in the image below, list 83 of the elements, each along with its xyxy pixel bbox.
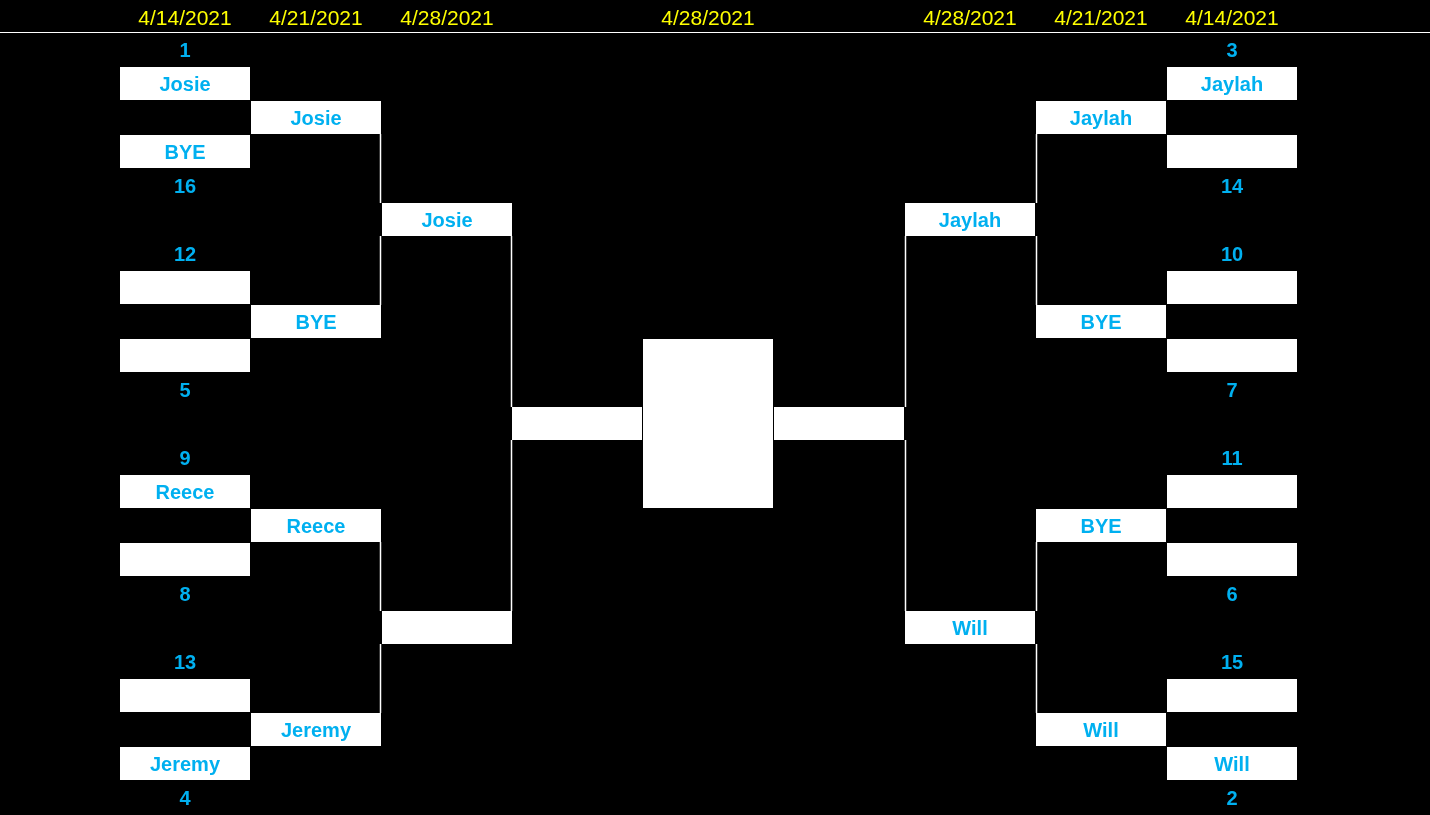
player-name: Jeremy	[149, 753, 221, 774]
player-name: Josie	[421, 209, 473, 230]
player-name: Will	[952, 617, 988, 638]
bracket-slot	[905, 203, 1035, 236]
player-name: BYE	[295, 311, 337, 332]
bracket-slot	[1167, 747, 1297, 780]
bracket-line	[904, 235, 907, 408]
round-date: 4/28/2021	[923, 6, 1017, 28]
seed-number: 9	[179, 448, 191, 468]
seed-number: 5	[179, 380, 191, 400]
seed-number: 16	[173, 176, 197, 196]
seed-number: 3	[1226, 40, 1238, 60]
bracket-line	[510, 235, 513, 408]
seed-number: 15	[1220, 652, 1244, 672]
bracket-slot	[1167, 67, 1297, 100]
seed-number: 2	[1226, 788, 1238, 808]
seed-number: 4	[179, 788, 191, 808]
bracket-line	[1035, 541, 1038, 612]
player-name: Reece	[155, 481, 215, 502]
bracket-slot	[251, 509, 381, 542]
bracket-slot	[120, 679, 250, 712]
bracket-line	[904, 439, 907, 612]
player-name: Josie	[159, 73, 211, 94]
bracket-slot	[382, 203, 512, 236]
seed-number: 1	[179, 40, 191, 60]
bracket-slot	[1036, 305, 1166, 338]
bracket-slot	[1167, 271, 1297, 304]
bracket-slot	[251, 305, 381, 338]
bracket-slot	[1036, 713, 1166, 746]
bracket-slot	[382, 611, 512, 644]
seed-number: 6	[1226, 584, 1238, 604]
bracket-slot	[1167, 543, 1297, 576]
bracket-slot	[120, 135, 250, 168]
bracket-line	[379, 235, 382, 306]
final-bar	[512, 407, 642, 440]
champion-box	[643, 339, 773, 508]
bracket-slot	[251, 101, 381, 134]
player-name: BYE	[1080, 311, 1122, 332]
seed-number: 8	[179, 584, 191, 604]
seed-number: 12	[173, 244, 197, 264]
seed-number: 7	[1226, 380, 1238, 400]
seed-number: 14	[1220, 176, 1244, 196]
bracket-line	[1035, 133, 1038, 204]
player-name: Jaylah	[938, 209, 1002, 230]
player-name: BYE	[1080, 515, 1122, 536]
round-date: 4/28/2021	[400, 6, 494, 28]
bracket-slot	[1036, 101, 1166, 134]
round-date: 4/21/2021	[269, 6, 363, 28]
bracket-slot	[1167, 679, 1297, 712]
bracket-slot	[120, 67, 250, 100]
bracket-slot	[120, 747, 250, 780]
seed-number: 10	[1220, 244, 1244, 264]
bracket-slot	[1167, 339, 1297, 372]
player-name: Jaylah	[1200, 73, 1264, 94]
round-date: 4/14/2021	[1185, 6, 1279, 28]
player-name: Jeremy	[280, 719, 352, 740]
bracket-line	[379, 133, 382, 204]
round-date: 4/21/2021	[1054, 6, 1148, 28]
bracket-slot	[905, 611, 1035, 644]
bracket-line	[379, 643, 382, 714]
player-name: BYE	[164, 141, 206, 162]
bracket-slot	[120, 271, 250, 304]
player-name: Will	[1214, 753, 1250, 774]
bracket-slot	[1167, 475, 1297, 508]
player-name: Will	[1083, 719, 1119, 740]
player-name: Reece	[286, 515, 346, 536]
bracket-line	[1035, 643, 1038, 714]
player-name: Josie	[290, 107, 342, 128]
bracket-slot	[1036, 509, 1166, 542]
bracket-line	[1035, 235, 1038, 306]
bracket-slot	[120, 543, 250, 576]
bracket-line	[379, 541, 382, 612]
bracket-line	[510, 439, 513, 612]
player-name: Jaylah	[1069, 107, 1133, 128]
round-date: 4/28/2021	[661, 6, 755, 28]
bracket-slot	[120, 475, 250, 508]
bracket-slot	[120, 339, 250, 372]
bracket-slot	[251, 713, 381, 746]
seed-number: 13	[173, 652, 197, 672]
seed-number: 11	[1221, 448, 1243, 468]
bracket-slot	[1167, 135, 1297, 168]
round-date: 4/14/2021	[138, 6, 232, 28]
final-bar	[774, 407, 904, 440]
